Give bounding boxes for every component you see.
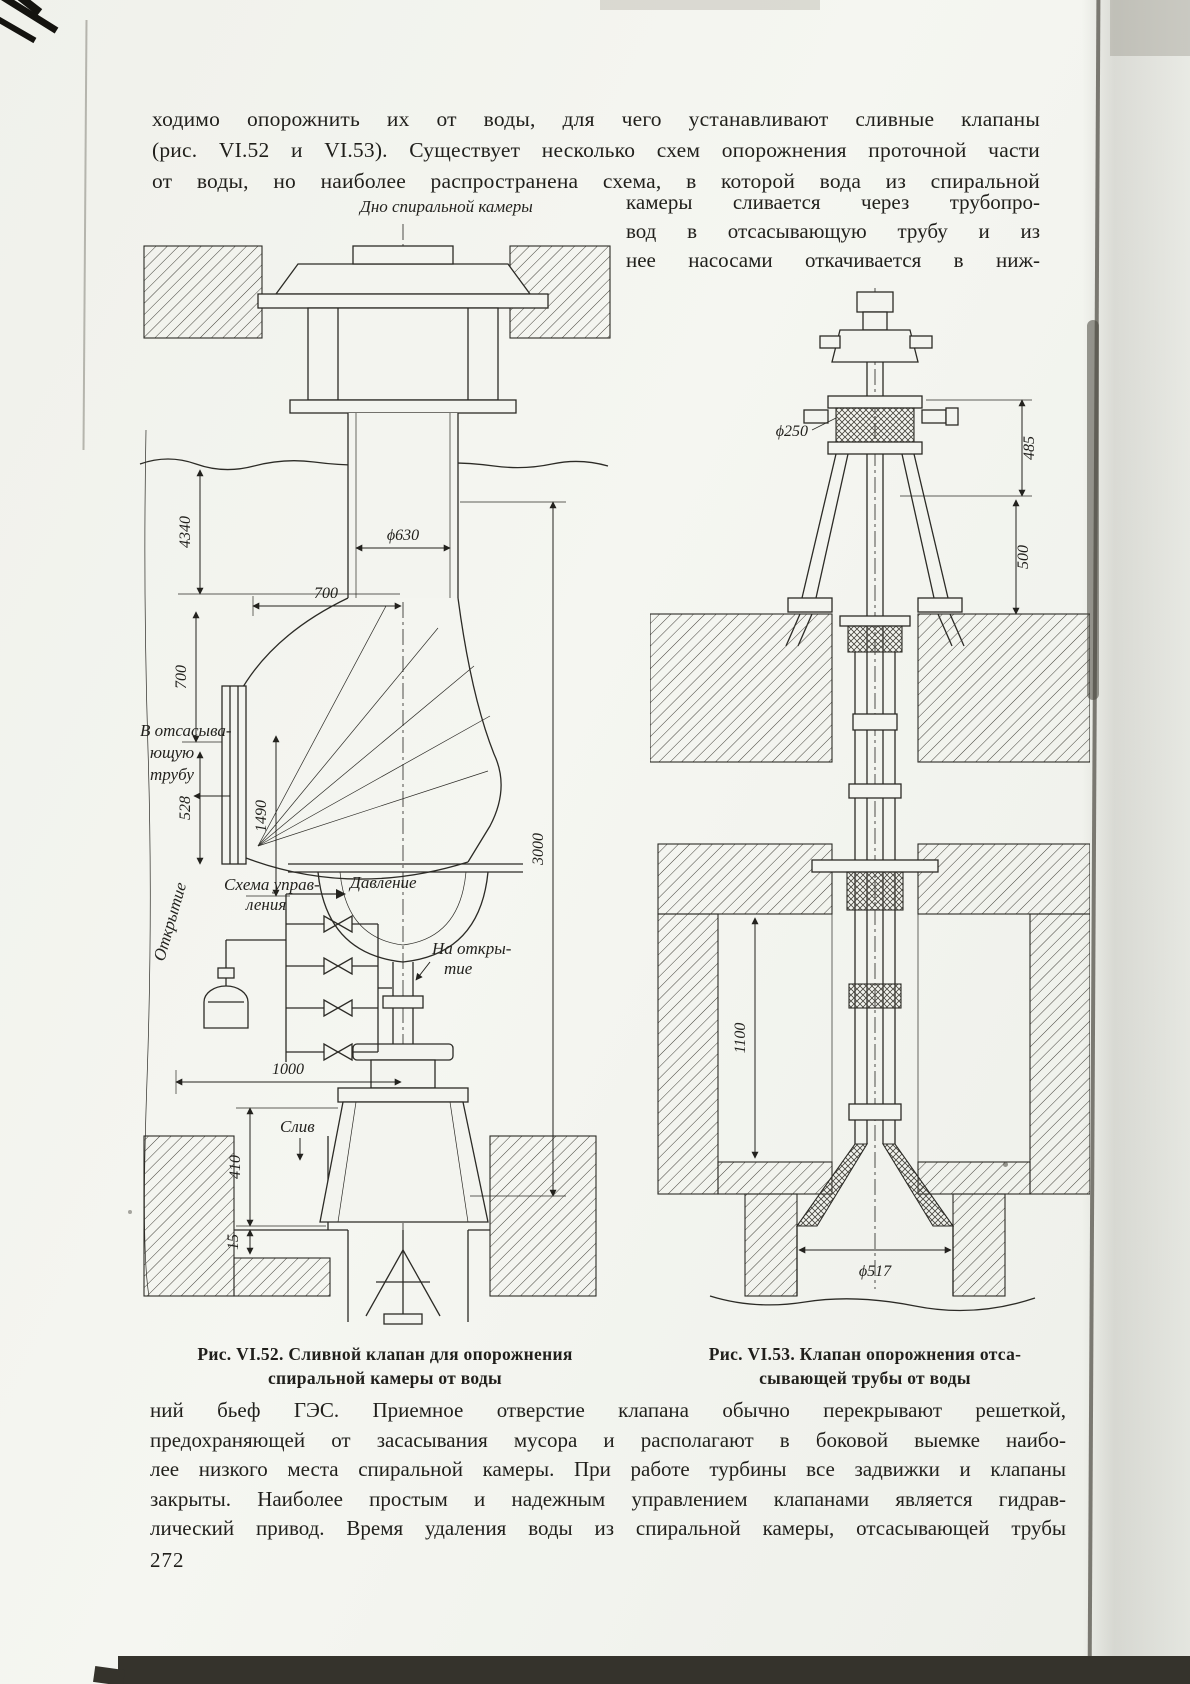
- label-opening: Открытие: [150, 880, 191, 963]
- scan-mark: [5, 0, 43, 16]
- scan-artifact-right-shade: [1082, 0, 1190, 1684]
- text-line: камеры сливается через трубопро-: [626, 190, 1040, 214]
- fig53-dimensions: ϕ250 485 500 1100 ϕ517: [732, 399, 1038, 1280]
- label-scheme-2: ления: [245, 895, 286, 914]
- dim-630: ϕ630: [387, 527, 419, 544]
- paragraph-bottom: ний бьеф ГЭС. Приемное отверстие клапана…: [150, 1396, 1066, 1544]
- fig52-structure: [139, 224, 611, 1325]
- scan-mark: [0, 14, 37, 44]
- text-line: закрыты. Наиболее простым и надежным упр…: [150, 1486, 1066, 1511]
- text-line: ходимо опорожнить их от воды, для чего у…: [152, 107, 1040, 131]
- scan-mark: [0, 0, 59, 34]
- text-line: вод в отсасывающую трубу и из: [626, 219, 1040, 243]
- scan-artifact-top-smudge: [600, 0, 820, 10]
- fig53-structure: [650, 288, 1090, 1312]
- figure-vi52: Дно спиральной камеры В отсасыва- ющую т…: [138, 196, 618, 1336]
- figure-vi52-caption: Рис. VI.52. Сливной клапан для опорожнен…: [148, 1342, 622, 1390]
- label-suction-2: ющую: [150, 743, 194, 762]
- page-number: 272: [150, 1548, 185, 1572]
- dim-500: 500: [1015, 545, 1032, 569]
- accumulator: [203, 985, 249, 1029]
- caption-line: Рис. VI.52. Сливной клапан для опорожнен…: [197, 1344, 573, 1364]
- text-line: лее низкого места спиральной камеры. При…: [150, 1457, 1066, 1481]
- dim-1000: 1000: [272, 1061, 304, 1078]
- elbow-segment-lines: [257, 605, 491, 847]
- fig52-control-scheme: [203, 889, 392, 1062]
- label-suction-3: трубу: [150, 765, 194, 784]
- dim-1490: 1490: [253, 800, 270, 832]
- text-line: (рис. VI.52 и VI.53). Существует несколь…: [152, 138, 1040, 162]
- paragraph-top: ходимо опорожнить их от воды, для чего у…: [152, 104, 1040, 197]
- dim-15: 15: [225, 1234, 242, 1250]
- dim-700-v: 700: [173, 665, 190, 689]
- text-line: от воды, но наиболее распространена схем…: [152, 169, 1040, 193]
- dim-3000: 3000: [530, 833, 547, 866]
- scan-speck: [128, 1210, 132, 1214]
- label-pressure: Давление: [348, 873, 417, 892]
- dim-4340: 4340: [177, 516, 194, 548]
- caption-line: сывающей трубы от воды: [759, 1368, 971, 1388]
- dim-250: ϕ250: [776, 423, 808, 440]
- pressure-arrow: [336, 889, 346, 899]
- label-to-open-2: тие: [444, 959, 473, 978]
- fig52-dimensions: ϕ630 4340 700 700 528 1490 3000 1000 41: [173, 469, 566, 1255]
- scan-artifact-top-right-smudge: [1110, 0, 1190, 56]
- text-line: ний бьеф ГЭС. Приемное отверстие клапана…: [150, 1398, 1066, 1422]
- figure-vi53: ϕ250 485 500 1100 ϕ517: [650, 284, 1090, 1340]
- dim-517: ϕ517: [859, 1263, 892, 1280]
- paragraph-right-column: камеры сливается через трубопро- вод в о…: [626, 188, 1040, 275]
- scan-artifact-left-edge-line: [82, 19, 88, 451]
- fig52-drawing: Дно спиральной камеры В отсасыва- ющую т…: [139, 197, 611, 1325]
- caption-line: спиральной камеры от воды: [267, 1368, 503, 1388]
- dim-700-h: 700: [314, 585, 338, 602]
- label-suction-1: В отсасыва-: [140, 721, 232, 740]
- dim-528: 528: [177, 796, 194, 820]
- dim-410: 410: [227, 1155, 244, 1179]
- dim-1100: 1100: [732, 1023, 749, 1054]
- label-drain: Слив: [280, 1117, 315, 1136]
- scan-artifact-bottom-mark: [93, 1665, 125, 1684]
- label-scheme-1: Схема управ-: [224, 875, 320, 894]
- label-to-open-1: На откры-: [431, 939, 512, 958]
- to-open-arrow: [415, 961, 431, 981]
- text-line: предохраняющей от засасывания мусора и р…: [150, 1427, 1066, 1452]
- scan-artifact-bottom-band: [118, 1656, 1190, 1684]
- figure-vi53-caption: Рис. VI.53. Клапан опорожнения отса- сыв…: [642, 1342, 1088, 1390]
- text-line: нее насосами откачивается в ниж-: [626, 248, 1040, 272]
- dim-485: 485: [1021, 436, 1038, 460]
- scan-artifact-top-left-corner: [0, 0, 80, 70]
- caption-line: Рис. VI.53. Клапан опорожнения отса-: [708, 1344, 1022, 1364]
- text-line: лический привод. Время удаления воды из …: [150, 1516, 1066, 1540]
- fig53-drawing: ϕ250 485 500 1100 ϕ517: [650, 288, 1090, 1312]
- label-spiral-bottom: Дно спиральной камеры: [358, 197, 533, 216]
